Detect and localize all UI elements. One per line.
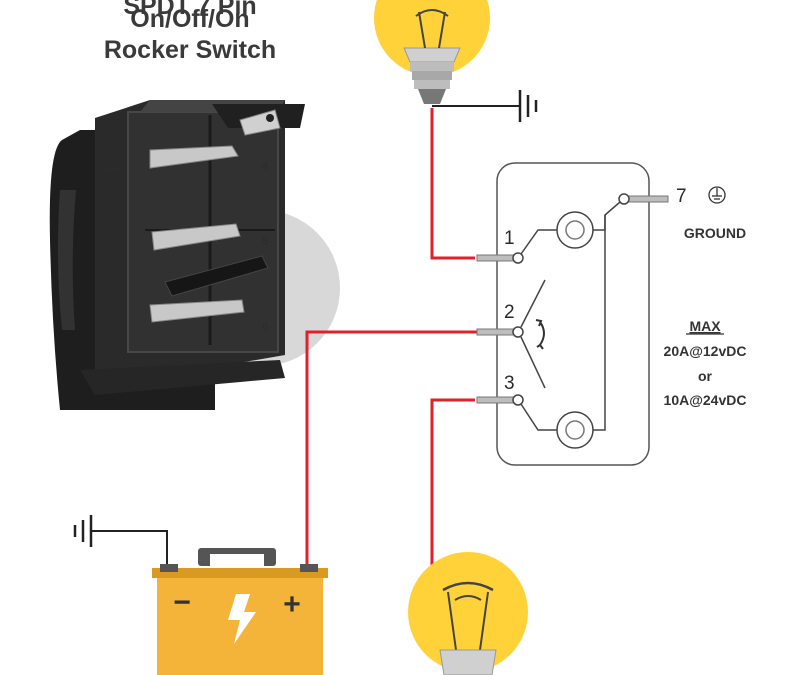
battery-terminal-positive xyxy=(300,564,318,572)
rocker-contact-down xyxy=(520,336,546,389)
rating-block: MAX 20A@12vDC or 10A@24vDC xyxy=(664,318,747,408)
wire-battery-to-terminal2 xyxy=(305,330,477,572)
light-bulb-icon xyxy=(408,552,528,675)
wires xyxy=(305,108,477,598)
pin-number-5: 5 xyxy=(262,236,268,248)
pin-number-6: 6 xyxy=(262,321,268,333)
wire-terminal3-to-lamp2 xyxy=(430,398,475,598)
title-line-2: On/Off/On xyxy=(130,5,249,33)
terminal-nodes xyxy=(512,193,630,406)
rating-line-1: 20A@12vDC xyxy=(664,343,747,359)
diagram-title: SPDT 7 Pin On/Off/On Rocker Switch xyxy=(104,0,276,64)
mold-mark-ce: CE xyxy=(106,117,118,132)
ground-label: GROUND xyxy=(684,225,746,241)
mold-mark-12v: 12V xyxy=(101,230,113,250)
lightning-bolt-icon xyxy=(228,594,256,644)
wire-lamp1-to-terminal1 xyxy=(430,108,475,260)
wire-battery-ground xyxy=(91,530,168,568)
battery-terminal-negative xyxy=(160,564,178,572)
spade-terminals xyxy=(149,109,281,323)
rocker-switch-photo: 12V 24V 20A 10A DC DC CE 4 5 6 xyxy=(49,100,340,410)
bulb-glow-top xyxy=(374,0,490,76)
schematic-outline xyxy=(496,162,650,466)
terminal-label-1: 1 xyxy=(504,228,515,249)
ground-symbol-icon xyxy=(518,90,538,122)
pin-number-4: 4 xyxy=(262,161,268,173)
mold-mark-dc-1: DC xyxy=(101,154,113,170)
rating-line-3: 10A@24vDC xyxy=(664,392,747,408)
terminal-label-7: 7 xyxy=(676,186,687,207)
switch-schematic: 1 2 3 7 xyxy=(476,162,687,466)
battery: − + xyxy=(152,548,328,675)
battery-negative-sign: − xyxy=(173,586,191,619)
indicator-lamps xyxy=(556,211,594,449)
title-line-3: Rocker Switch xyxy=(104,36,276,64)
rocker-contact-up xyxy=(520,279,546,328)
rotate-arrow-icon xyxy=(535,319,545,350)
ground-symbol-icon xyxy=(73,515,93,547)
mold-mark-10a: 10A xyxy=(111,190,123,210)
molded-markings: 12V 24V 20A 10A DC DC CE xyxy=(101,117,123,250)
title-line-1: SPDT 7 Pin xyxy=(123,0,256,20)
battery-positive-sign: + xyxy=(283,588,301,621)
rating-line-2: or xyxy=(698,368,713,384)
mold-mark-20a: 20A xyxy=(101,190,113,210)
mold-mark-24v: 24V xyxy=(111,230,123,250)
terminal-label-2: 2 xyxy=(504,302,515,323)
terminal-label-3: 3 xyxy=(504,373,515,394)
bulb-glow-bottom xyxy=(408,552,528,672)
mold-mark-dc-2: DC xyxy=(111,154,123,170)
earth-ground-icon xyxy=(708,186,726,204)
light-bulb-icon xyxy=(374,0,490,104)
rating-heading: MAX xyxy=(689,318,721,334)
